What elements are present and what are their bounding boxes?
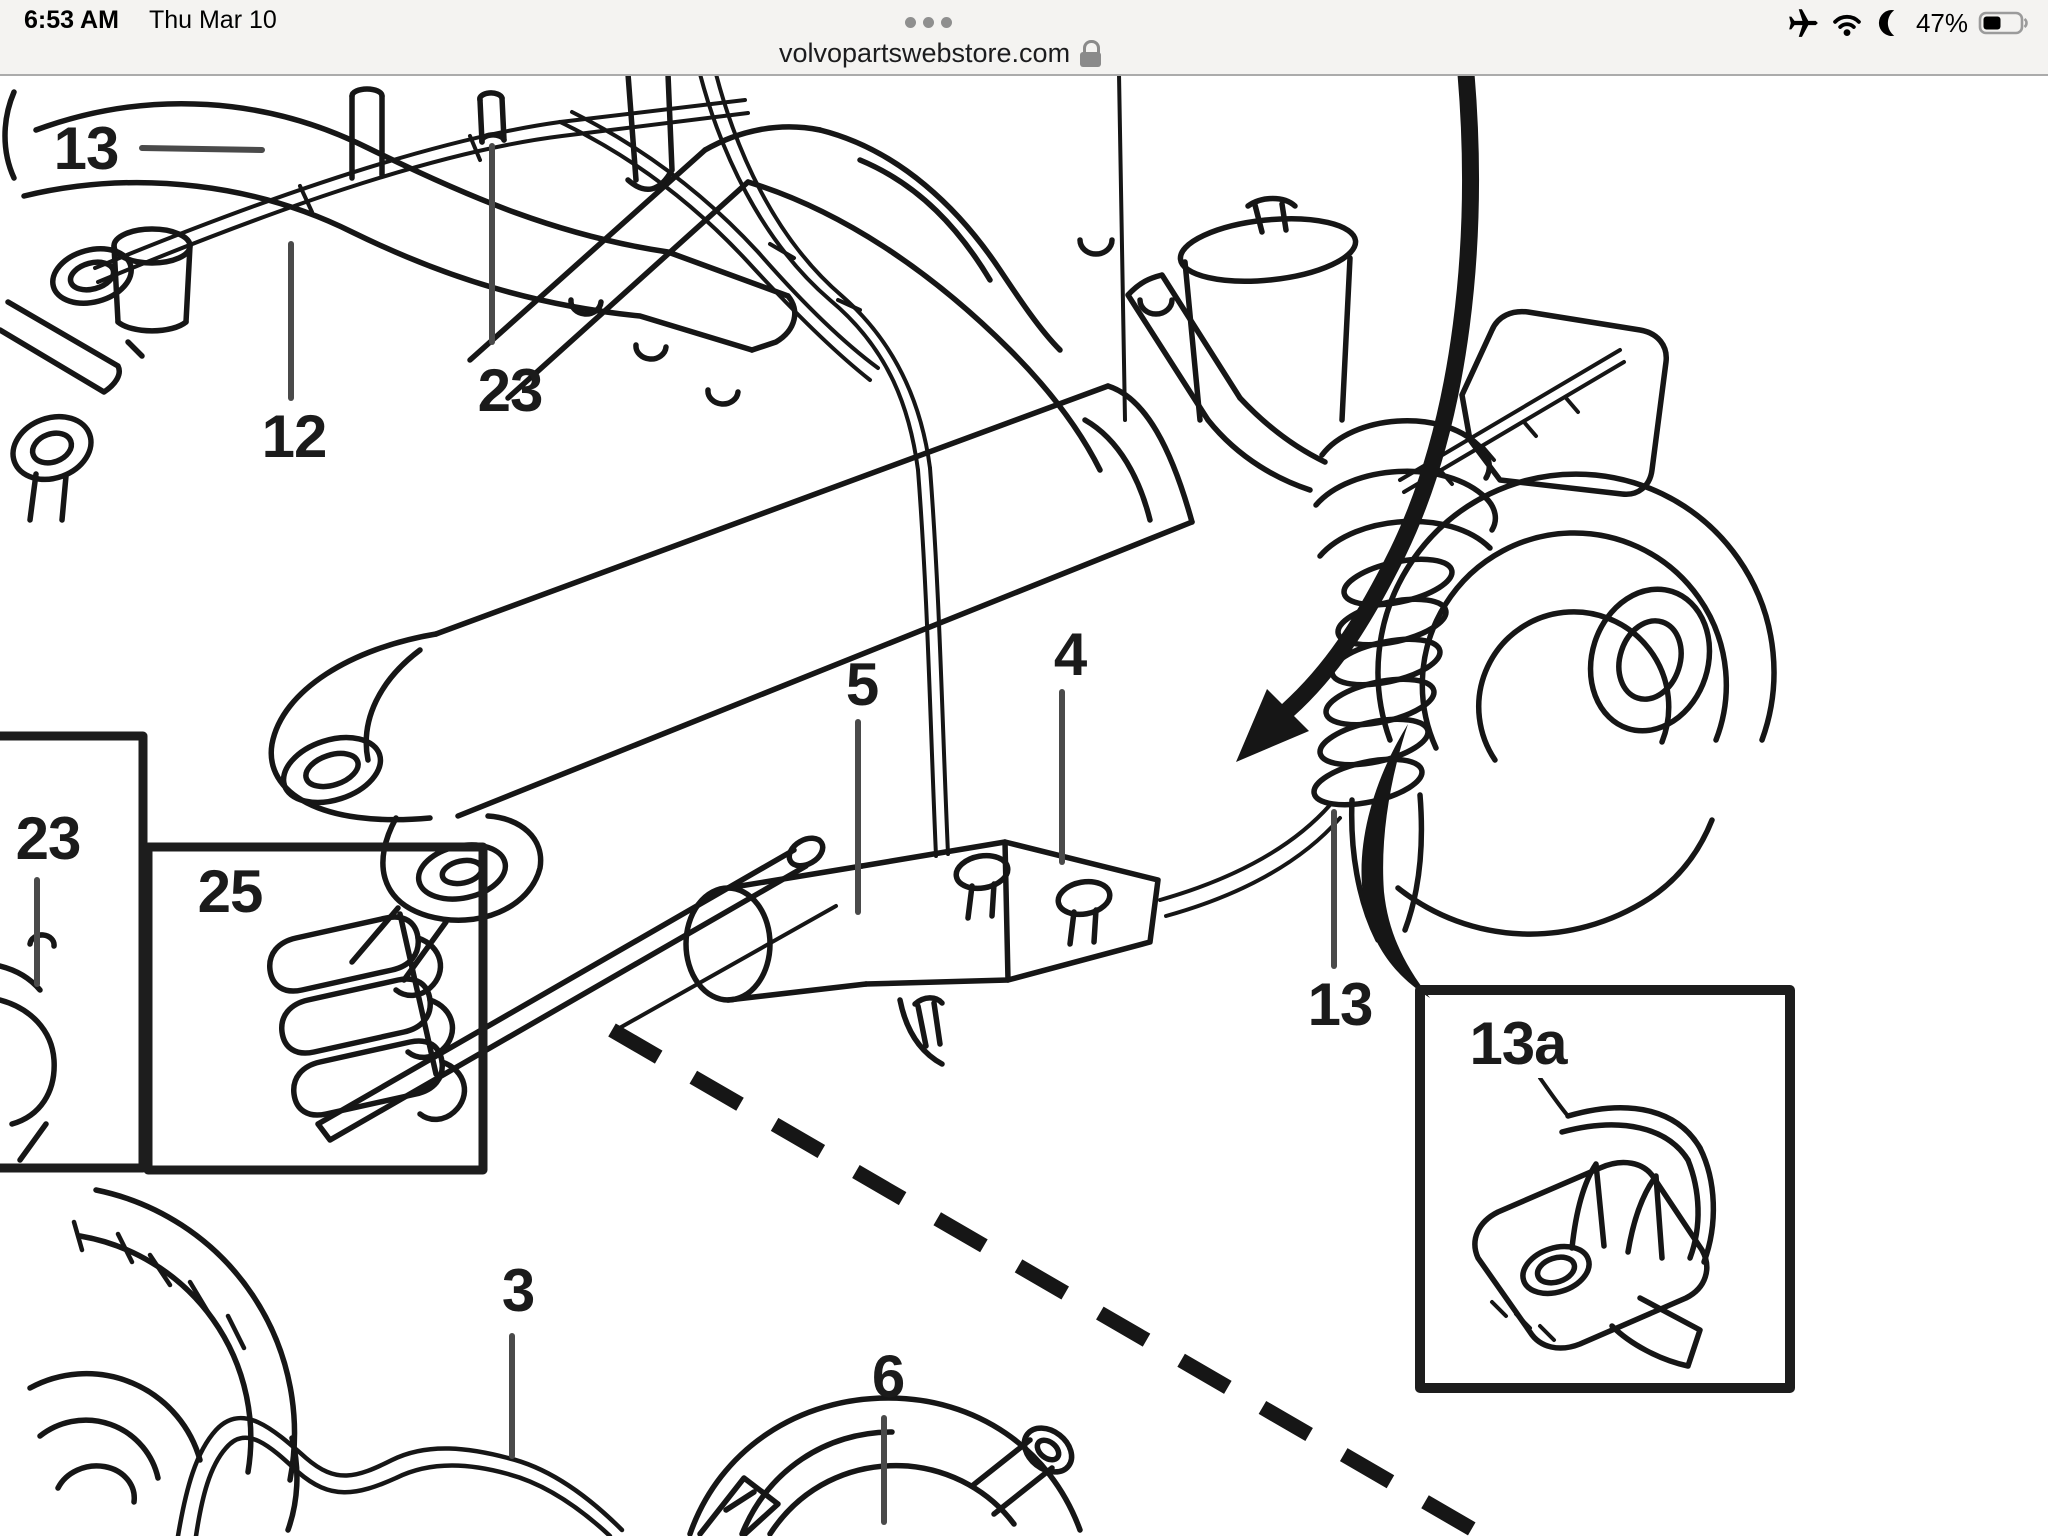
wheel-hub-disc	[1375, 471, 1777, 937]
callout-25: 25	[178, 858, 282, 925]
pipe-clip-bolt-23	[477, 90, 507, 145]
status-time: 6:53 AM	[24, 6, 119, 34]
battery-icon	[1978, 11, 2028, 35]
tab-overflow-dots-icon[interactable]	[905, 17, 952, 28]
callout-4: 4	[1053, 620, 1087, 688]
brake-hose-bracket	[683, 803, 1342, 1067]
callout-23-upper: 23	[477, 356, 544, 424]
status-date: Thu Mar 10	[148, 6, 277, 34]
stabilizer-rod	[315, 835, 826, 1143]
subframe-structure	[467, 71, 1359, 473]
callout-13a: 13a	[1442, 1008, 1594, 1078]
upper-control-arm	[0, 86, 798, 523]
inset-box-23	[0, 731, 148, 1173]
callout-13-mid: 13	[1307, 970, 1374, 1038]
brake-booster	[687, 1395, 1083, 1536]
airplane-mode-icon	[1789, 9, 1818, 37]
dashed-divider	[608, 904, 1488, 1536]
callout-leader-lines	[34, 143, 1337, 1525]
callout-3: 3	[501, 1256, 535, 1324]
status-clock: 6:53 AM Thu Mar 10	[24, 6, 277, 35]
lock-icon	[1080, 40, 1102, 67]
brake-hose-highlight	[1361, 724, 1430, 998]
callout-23-inset: 23	[15, 804, 82, 872]
safari-status-and-url-bar: 6:53 AM Thu Mar 10 volvopartswebstore.co…	[0, 0, 2048, 76]
url-bar[interactable]: volvopartswebstore.com	[0, 38, 1880, 69]
inset-box-25	[143, 842, 488, 1175]
shock-and-spring	[1125, 272, 1499, 943]
callout-12: 12	[261, 402, 328, 470]
rear-brake-disc	[27, 1187, 300, 1533]
callout-13-upper: 13	[53, 114, 120, 182]
callout-5: 5	[845, 650, 879, 718]
wifi-icon	[1833, 14, 1861, 37]
url-text[interactable]: volvopartswebstore.com	[778, 38, 1071, 68]
callout-6: 6	[871, 1342, 905, 1410]
inset-box-13a	[1415, 985, 1795, 1393]
do-not-disturb-moon-icon	[1878, 9, 1895, 37]
pointer-arrow	[1236, 65, 1479, 762]
battery-percent: 47%	[1915, 7, 1968, 38]
parking-brake-cable	[175, 1415, 625, 1536]
status-icons: 47%	[1786, 6, 2030, 40]
